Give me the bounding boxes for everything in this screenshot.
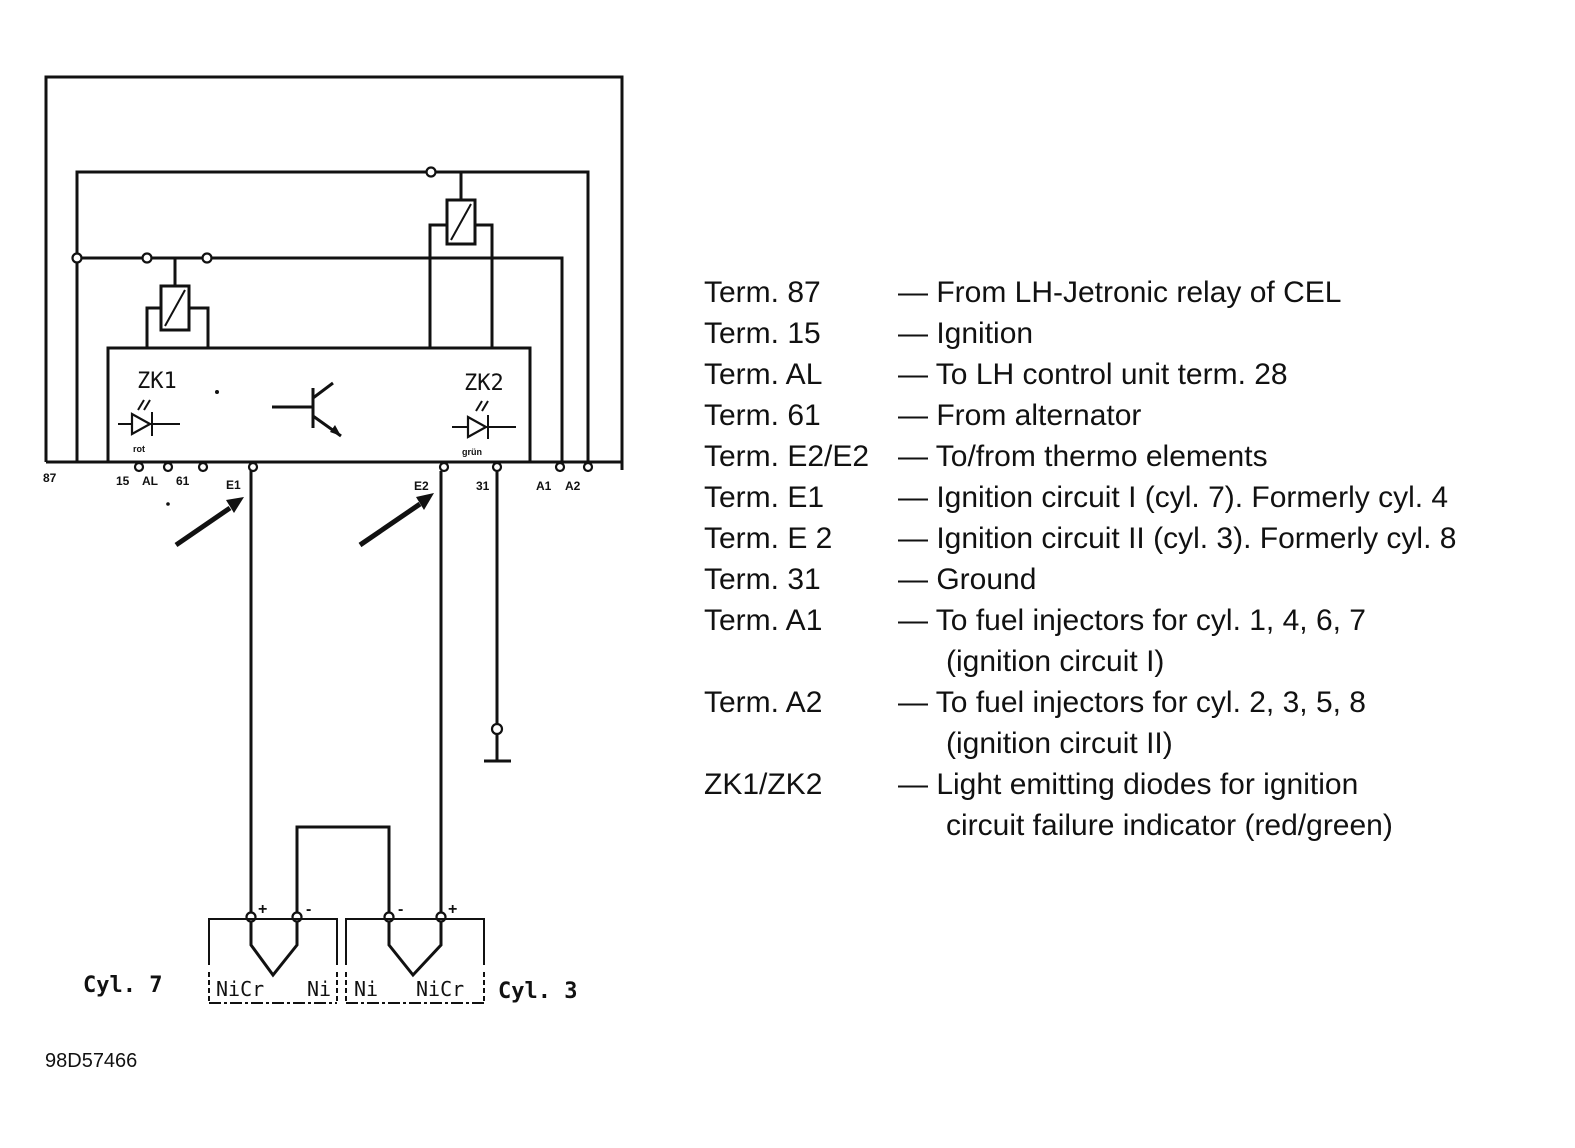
- cyl7-label: Cyl. 7: [83, 973, 162, 998]
- terminal-e1-label: E1: [226, 478, 241, 492]
- transistor-icon: [272, 381, 342, 438]
- thermocouple-cyl7: [245, 911, 303, 978]
- junction-nodes: [71, 166, 437, 264]
- plus-sign-left: +: [258, 901, 267, 918]
- legend-term: Term. A2: [704, 686, 823, 719]
- relay-2: [428, 172, 494, 348]
- plus-sign-right: +: [448, 901, 457, 918]
- legend-row: Term. E1 — Ignition circuit I (cyl. 7). F…: [704, 477, 1554, 518]
- legend-term: Term. 31: [704, 563, 821, 596]
- zk1-led-icon: [118, 399, 180, 436]
- terminal-87-label: 87: [43, 471, 57, 485]
- legend-description: — To fuel injectors for cyl. 2, 3, 5, 8: [898, 686, 1366, 719]
- nicr-label-left: NiCr: [216, 977, 264, 1001]
- legend-description: — Ground: [898, 563, 1037, 596]
- legend-row: Term. E2/E2 — To/from thermo elements: [704, 436, 1554, 477]
- legend-term: Term. A1: [704, 604, 823, 637]
- legend-term: Term. AL: [704, 358, 823, 391]
- terminal-15-label: 15: [116, 474, 130, 488]
- nicr-label-right: NiCr: [416, 977, 464, 1001]
- zk2-label: ZK2: [464, 371, 504, 396]
- legend-term: Term. E1: [704, 481, 825, 514]
- legend-term: Term. E2/E2: [704, 440, 870, 473]
- legend-row: Term. E 2 — Ignition circuit II (cyl. 3).…: [704, 518, 1554, 559]
- zk1-label: ZK1: [137, 369, 177, 394]
- legend-row: Term. 61 — From alternator: [704, 395, 1554, 436]
- figure-id: 98D57466: [45, 1050, 137, 1072]
- control-module: [46, 346, 622, 464]
- legend-row: Term. 31 — Ground: [704, 559, 1554, 600]
- legend-term: Term. 15: [704, 317, 821, 350]
- legend-row: Term. A2 — To fuel injectors for cyl. 2, …: [704, 682, 1554, 723]
- module-terminals: [133, 461, 594, 473]
- legend-term: ZK1/ZK2: [704, 768, 823, 801]
- legend-row: Term. A1 — To fuel injectors for cyl. 1, …: [704, 600, 1554, 641]
- ni-label-right: Ni: [354, 977, 378, 1001]
- minus-sign-left: -: [306, 901, 311, 918]
- relay1-bus-wire: [77, 256, 564, 462]
- legend-description-continued: (ignition circuit II): [946, 727, 1173, 760]
- legend-description: — To fuel injectors for cyl. 1, 4, 6, 7: [898, 604, 1366, 637]
- minus-sign-right: -: [398, 901, 403, 918]
- terminal-e2-label: E2: [414, 479, 429, 493]
- ni-label-left: Ni: [307, 977, 331, 1001]
- legend-row: Term. 15 — Ignition: [704, 313, 1554, 354]
- gruen-label: grün: [462, 447, 482, 457]
- terminal-31-label: 31: [476, 479, 490, 493]
- legend-row: ZK1/ZK2 — Light emitting diodes for ignit…: [704, 764, 1554, 805]
- ground-wire: [484, 471, 511, 763]
- terminal-61-label: 61: [176, 474, 190, 488]
- legend-description: — To/from thermo elements: [898, 440, 1268, 473]
- legend-description: — Ignition circuit I (cyl. 7). Formerly …: [898, 481, 1449, 514]
- relay-1: [145, 258, 210, 348]
- terminal-a1-label: A1: [536, 479, 552, 493]
- legend-description: — Ignition circuit II (cyl. 3). Formerly…: [898, 522, 1457, 555]
- legend-term: Term. 87: [704, 276, 821, 309]
- terminal-a2-label: A2: [565, 479, 581, 493]
- cyl7-box: [208, 918, 338, 1004]
- relay2-bus-wire: [75, 170, 590, 462]
- thermocouple-cyl3: [383, 911, 447, 978]
- legend-description: — From alternator: [898, 399, 1142, 432]
- terminal-al-label: AL: [142, 474, 158, 488]
- legend-term: Term. E 2: [704, 522, 833, 555]
- legend-term: Term. 61: [704, 399, 821, 432]
- e2-arrow-icon: [358, 493, 434, 548]
- cyl3-label: Cyl. 3: [498, 979, 577, 1004]
- e1-arrow-icon: [174, 497, 244, 548]
- thermo-bridge-wire: [295, 825, 391, 914]
- legend-description: — To LH control unit term. 28: [898, 358, 1288, 391]
- legend-description-continued: circuit failure indicator (red/green): [946, 809, 1393, 842]
- legend-description-continued: (ignition circuit I): [946, 645, 1165, 678]
- zk2-led-icon: [452, 400, 516, 439]
- legend-description: — Ignition: [898, 317, 1034, 350]
- outer-wire-87-a2: [44, 75, 624, 470]
- legend-row: Term. AL — To LH control unit term. 28: [704, 354, 1554, 395]
- cyl3-box: [345, 918, 485, 1004]
- legend-row: Term. 87 — From LH-Jetronic relay of CEL: [704, 272, 1554, 313]
- legend-description: — From LH-Jetronic relay of CEL: [898, 276, 1342, 309]
- rot-label: rot: [133, 444, 145, 454]
- legend-description: — Light emitting diodes for ignition: [898, 768, 1359, 801]
